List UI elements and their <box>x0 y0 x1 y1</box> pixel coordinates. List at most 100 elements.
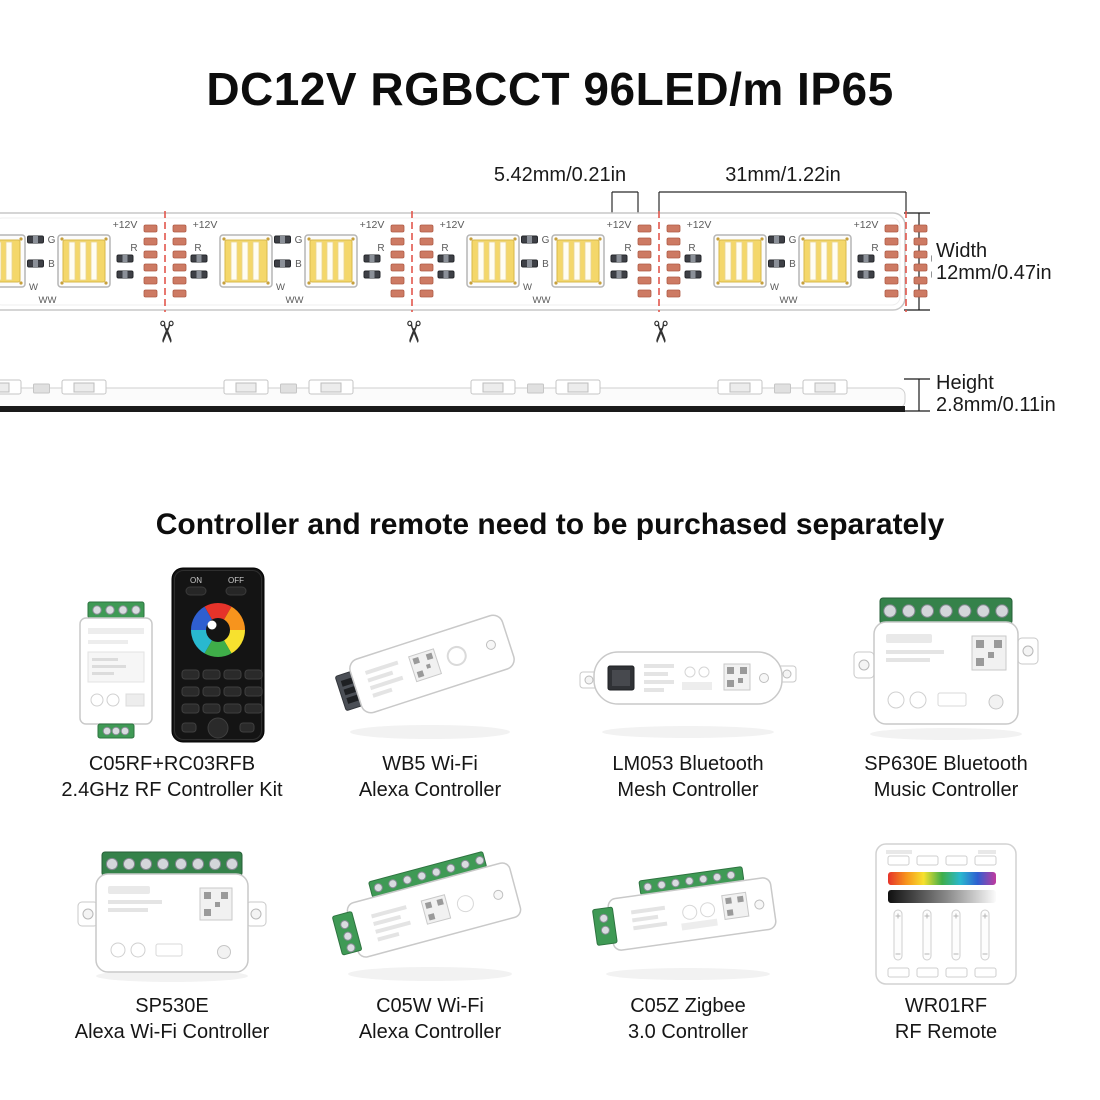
channel-label-g: G <box>789 235 797 246</box>
product-name: C05W Wi-Fi <box>376 995 484 1017</box>
solder-pad <box>913 263 928 272</box>
solder-pad <box>390 263 405 272</box>
channel-label-w: W <box>770 282 779 293</box>
product-subtitle: 2.4GHz RF Controller Kit <box>61 779 283 801</box>
solder-pad <box>884 250 899 259</box>
voltage-label: +12V <box>193 219 218 231</box>
height-annotation: Height 2.8mm/0.11in <box>936 372 1056 416</box>
height-value: 2.8mm/0.11in <box>936 394 1056 416</box>
product-card-rf-kit: ON OFF <box>46 560 298 803</box>
solder-pad <box>390 276 405 285</box>
rf-kit-image: ON OFF <box>46 560 298 746</box>
product-name: WB5 Wi-Fi <box>382 753 478 775</box>
led-strip-top-view: +12V+12VRR+12V+12VRR+12V+12VRR+12V+12VRR… <box>0 211 932 312</box>
sp530e-controller-drawing <box>77 851 267 982</box>
color-touch-bar <box>888 872 996 885</box>
product-card-c05w: C05W Wi-Fi Alexa Controller <box>304 838 556 1045</box>
zone-sliders <box>893 909 990 961</box>
solder-pad <box>637 237 652 246</box>
led-chip <box>798 234 852 288</box>
solder-pad <box>913 224 928 233</box>
solder-pad <box>143 224 158 233</box>
channel-label-b: B <box>542 259 549 270</box>
solder-pad <box>884 289 899 298</box>
channel-label-ww: WW <box>533 295 551 306</box>
lm053-controller-drawing <box>579 651 797 738</box>
product-card-lm053: LM053 Bluetooth Mesh Controller <box>562 560 814 803</box>
channel-label-b: B <box>48 259 55 270</box>
sp630e-image <box>820 560 1072 746</box>
solder-pad <box>172 289 187 298</box>
scene-buttons-top <box>887 855 997 866</box>
product-card-sp630e: SP630E Bluetooth Music Controller <box>820 560 1072 803</box>
product-card-wb5: WB5 Wi-Fi Alexa Controller <box>304 560 556 803</box>
remote-off-label: OFF <box>228 576 244 585</box>
product-name: SP530E <box>135 995 209 1017</box>
solder-pad <box>419 276 434 285</box>
led-chip <box>57 234 111 288</box>
product-name: LM053 Bluetooth <box>612 753 764 775</box>
channel-label-g: G <box>48 235 56 246</box>
channel-label-r: R <box>624 243 631 254</box>
solder-pad <box>172 237 187 246</box>
solder-pad <box>884 237 899 246</box>
solder-pad <box>143 263 158 272</box>
led-chip <box>0 234 26 288</box>
wb5-controller-drawing <box>335 614 515 739</box>
led-chip <box>466 234 520 288</box>
lm053-image <box>562 560 814 746</box>
cut-length-dimension-label: 31mm/1.22in <box>725 164 841 186</box>
solder-pad <box>390 250 405 259</box>
voltage-label: +12V <box>360 219 385 231</box>
solder-pad <box>419 250 434 259</box>
solder-pad <box>884 263 899 272</box>
wr01rf-remote-drawing <box>875 843 1017 985</box>
solder-pad <box>419 237 434 246</box>
solder-pad <box>390 237 405 246</box>
voltage-label: +12V <box>854 219 879 231</box>
product-card-sp530e: SP530E Alexa Wi-Fi Controller <box>46 838 298 1045</box>
solder-pad <box>666 276 681 285</box>
c05z-controller-drawing <box>592 866 777 980</box>
sp530e-image <box>46 838 298 988</box>
channel-label-w: W <box>523 282 532 293</box>
solder-pad <box>637 224 652 233</box>
solder-pad <box>390 224 405 233</box>
scissors-glyph: ✂ <box>643 319 676 345</box>
product-name: C05RF+RC03RFB <box>88 753 256 775</box>
color-wheel <box>191 603 245 657</box>
height-label: Height <box>936 372 994 394</box>
product-subtitle: Alexa Wi-Fi Controller <box>74 1021 270 1043</box>
rf-controller-box <box>79 601 153 739</box>
channel-label-w: W <box>29 282 38 293</box>
channel-label-ww: WW <box>780 295 798 306</box>
product-subtitle: Mesh Controller <box>617 779 759 801</box>
voltage-label: +12V <box>440 219 465 231</box>
c05w-controller-drawing <box>332 851 522 981</box>
c05w-image <box>304 838 556 988</box>
solder-pad <box>390 289 405 298</box>
solder-pad <box>913 276 928 285</box>
product-name: C05Z Zigbee <box>630 995 746 1017</box>
channel-label-r: R <box>688 243 695 254</box>
solder-pad <box>666 263 681 272</box>
wr01rf-image <box>820 838 1072 988</box>
width-annotation: Width 12mm/0.47in <box>936 240 1052 284</box>
solder-pad <box>884 224 899 233</box>
rf-remote-handset: ON OFF <box>171 567 265 743</box>
channel-label-ww: WW <box>286 295 304 306</box>
solder-pad <box>143 289 158 298</box>
channel-label-ww: WW <box>39 295 57 306</box>
solder-pad <box>172 250 187 259</box>
product-card-c05z: C05Z Zigbee 3.0 Controller <box>562 838 814 1045</box>
scissors-icon: ✂ <box>145 314 185 350</box>
solder-pad <box>172 276 187 285</box>
solder-pad <box>637 263 652 272</box>
cct-touch-bar <box>888 890 996 903</box>
scissors-glyph: ✂ <box>396 319 429 345</box>
product-card-wr01rf: WR01RF RF Remote <box>820 838 1072 1045</box>
product-subtitle: 3.0 Controller <box>627 1021 749 1043</box>
channel-label-r: R <box>441 243 448 254</box>
width-value: 12mm/0.47in <box>936 262 1052 284</box>
